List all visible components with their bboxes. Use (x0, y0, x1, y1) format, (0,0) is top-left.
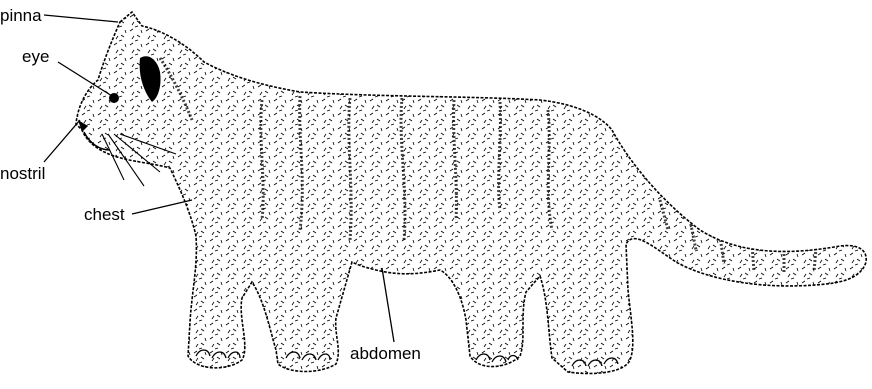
abdomen-leader-line (382, 268, 394, 342)
label-nostril: nostril (0, 165, 45, 182)
label-pinna: pinna (0, 7, 42, 24)
label-chest: chest (84, 206, 125, 223)
nostril-leader-line (44, 120, 80, 162)
chest-leader-line (132, 200, 192, 214)
label-eye: eye (22, 48, 49, 65)
label-abdomen: abdomen (350, 345, 421, 362)
pinna-leader-line (44, 15, 118, 22)
cat-fur-texture (60, 0, 872, 389)
